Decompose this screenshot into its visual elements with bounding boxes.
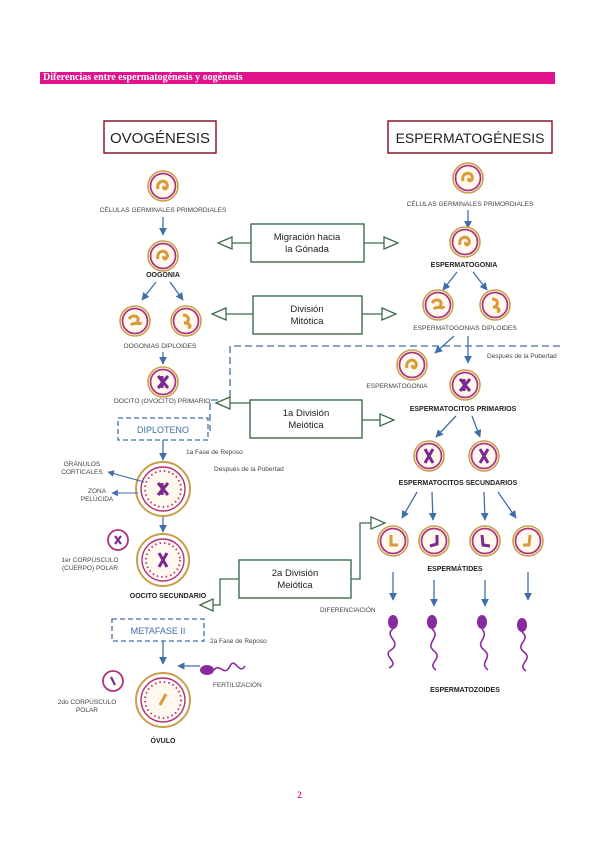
rest-phase-2: 2a Fase de Reposo [210,638,267,645]
spermatids-label: ESPERMÁTIDES [427,564,483,573]
spermatogonia-diploid-label: ESPERMATOGONIAS DIPLOIDES [413,325,517,332]
primary-spermatocyte-cell [449,369,481,401]
right-pgc-cell [452,162,484,194]
spermatogonia-cell [449,226,481,258]
second-polar-body-label-1: 2do CORPÚSCULO [58,697,117,706]
diploteno-label: DIPLOTENO [137,425,189,435]
spermatid-cell-2 [418,525,450,557]
migration-label-1: Migración hacia [274,232,341,243]
metafase-box: METAFASE II [111,618,205,642]
meiosis-1-label-2: Meiótica [288,420,324,431]
meiosis-1-box: 1a División Meiótica [214,396,396,439]
diploteno-box: DIPLOTENO [117,417,209,441]
page-number: 2 [297,790,302,800]
spermatogonia-diploid-cell-1 [422,289,454,321]
ovum-cell [135,672,191,728]
zona-pellucida-label-2: PELÚCIDA [81,494,114,503]
second-polar-body-cell [102,670,124,692]
primary-oocyte-label: OOCITO (OVOCITO) PRIMARIO [114,398,211,405]
sperm-cell-1 [387,615,398,669]
primary-spermatocyte-label: ESPERMATOCITOS PRIMARIOS [410,406,517,413]
oogonia-diploid-cell-1 [119,305,151,337]
header-banner: Diferencias entre espermatogénesis y oog… [40,72,555,84]
meiosis-2-label-1: 2a División [272,568,318,579]
ovogenesis-title-box: OVOGÉNESIS [103,120,217,154]
migration-box: Migración hacia la Gónada [216,223,400,263]
sperm-cell-3 [477,615,489,671]
gametogenesis-diagram: OVOGÉNESIS ESPERMATOGÉNESIS CÉLULAS GERM… [40,100,560,760]
spermatogonia-2-label: ESPERMATOGONIA [366,383,428,390]
left-puberty-note: Después de la Pubertad [214,466,284,473]
migration-label-2: la Gónada [285,244,330,255]
oogonia-cell [147,240,179,272]
oogonia-diploid-cell-2 [170,305,202,337]
zona-pellucida-label-1: ZONA [88,488,107,495]
meiosis-2-box: 2a División Meiótica [198,516,387,613]
primary-oocyte-cell [147,366,179,398]
secondary-spermatocyte-cell-1 [413,440,445,472]
ovogenesis-title: OVOGÉNESIS [110,130,210,147]
first-polar-body-cell [107,529,129,551]
spermatogonia-2-cell [396,349,428,381]
first-polar-body-label-2: (CUERPO) POLAR [62,565,118,572]
secondary-oocyte-label: OOCITO SECUNDARIO [130,593,207,600]
left-pgc-cell [147,170,179,202]
mitosis-label-2: Mitótica [291,316,324,327]
spermatid-cell-1 [377,525,409,557]
spermatogonia-diploid-cell-2 [479,289,511,321]
meiosis-2-label-2: Meiótica [277,580,313,591]
metafase-label: METAFASE II [131,626,186,636]
spermatogonia-label: ESPERMATOGONIA [431,262,498,269]
spermatogenesis-title-box: ESPERMATOGÉNESIS [387,120,553,154]
ovum-label: ÓVULO [151,736,176,745]
rest-phase-1: 1a Fase de Reposo [186,449,243,456]
meiosis-1-label-1: 1a División [283,408,329,419]
sperm-cell-4 [517,618,528,672]
secondary-spermatocyte-cell-2 [468,440,500,472]
oocyte-pubertal-cell [135,461,191,517]
first-polar-body-label-1: 1er CORPÚSCULO [61,555,118,564]
fertilization-sperm [200,662,246,675]
spermatid-cell-3 [469,525,501,557]
cortical-granules-label-2: CORTICALES [61,469,103,476]
spermatogenesis-title: ESPERMATOGÉNESIS [396,130,545,146]
left-pgc-label: CÉLULAS GERMINALES PRIMORDIALES [100,205,227,214]
oogonia-label: OOGONIA [146,272,180,279]
secondary-oocyte-cell [136,533,190,587]
mitosis-box: División Mitótica [210,295,398,335]
mitosis-label-1: División [290,304,323,315]
secondary-spermatocyte-label: ESPERMATOCITOS SECUNDARIOS [399,480,518,487]
fertilization-label: FERTILIZACIÓN [213,680,262,689]
cortical-granules-label-1: GRÁNULOS [64,459,101,468]
spermatozoa-label: ESPERMATOZOIDES [430,687,500,694]
right-pgc-label: CÉLULAS GERMINALES PRIMORDIALES [407,199,534,208]
spermatid-cell-4 [512,525,544,557]
page-title: Diferencias entre espermatogénesis y oog… [43,72,243,83]
second-polar-body-label-2: POLAR [76,707,98,714]
sperm-cell-2 [427,615,438,671]
oogonia-diploid-label: OOGONIAS DIPLOIDES [124,343,198,350]
differentiation-label: DIFERENCIACIÓN [320,605,376,614]
right-puberty-note: Después de la Pubertad [487,353,557,360]
